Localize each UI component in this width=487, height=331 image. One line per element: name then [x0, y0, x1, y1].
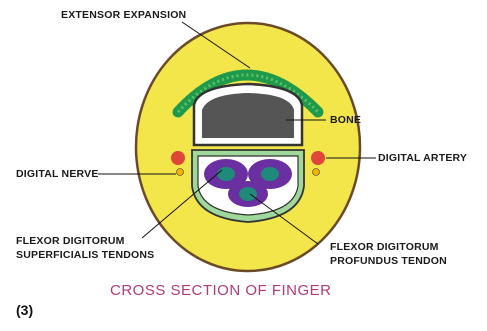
digital-nerve-label: DIGITAL NERVE — [16, 167, 99, 181]
digital-artery-left — [171, 151, 185, 165]
digital-artery-label: DIGITAL ARTERY — [378, 151, 467, 165]
fdp-tendon-left — [217, 167, 235, 181]
fds-label-line2: SUPERFICIALIS TENDONS — [16, 248, 154, 262]
skin-outline — [136, 23, 360, 271]
bone-marrow — [202, 93, 294, 138]
digital-artery-right — [311, 151, 325, 165]
figure-caption: CROSS SECTION OF FINGER — [110, 282, 332, 299]
fdp-label-line2: PROFUNDUS TENDON — [330, 254, 447, 268]
digital-nerve-right — [313, 169, 320, 176]
fdp-tendon-right — [261, 167, 279, 181]
bone-label: BONE — [330, 113, 361, 127]
fds-label-line1: FLEXOR DIGITORUM — [16, 234, 125, 248]
extensor-expansion-label: EXTENSOR EXPANSION — [61, 8, 186, 22]
fdp-tendon-center — [239, 187, 257, 201]
fdp-label-line1: FLEXOR DIGITORUM — [330, 240, 439, 254]
digital-nerve-left — [177, 169, 184, 176]
figure-number: (3) — [16, 302, 33, 318]
